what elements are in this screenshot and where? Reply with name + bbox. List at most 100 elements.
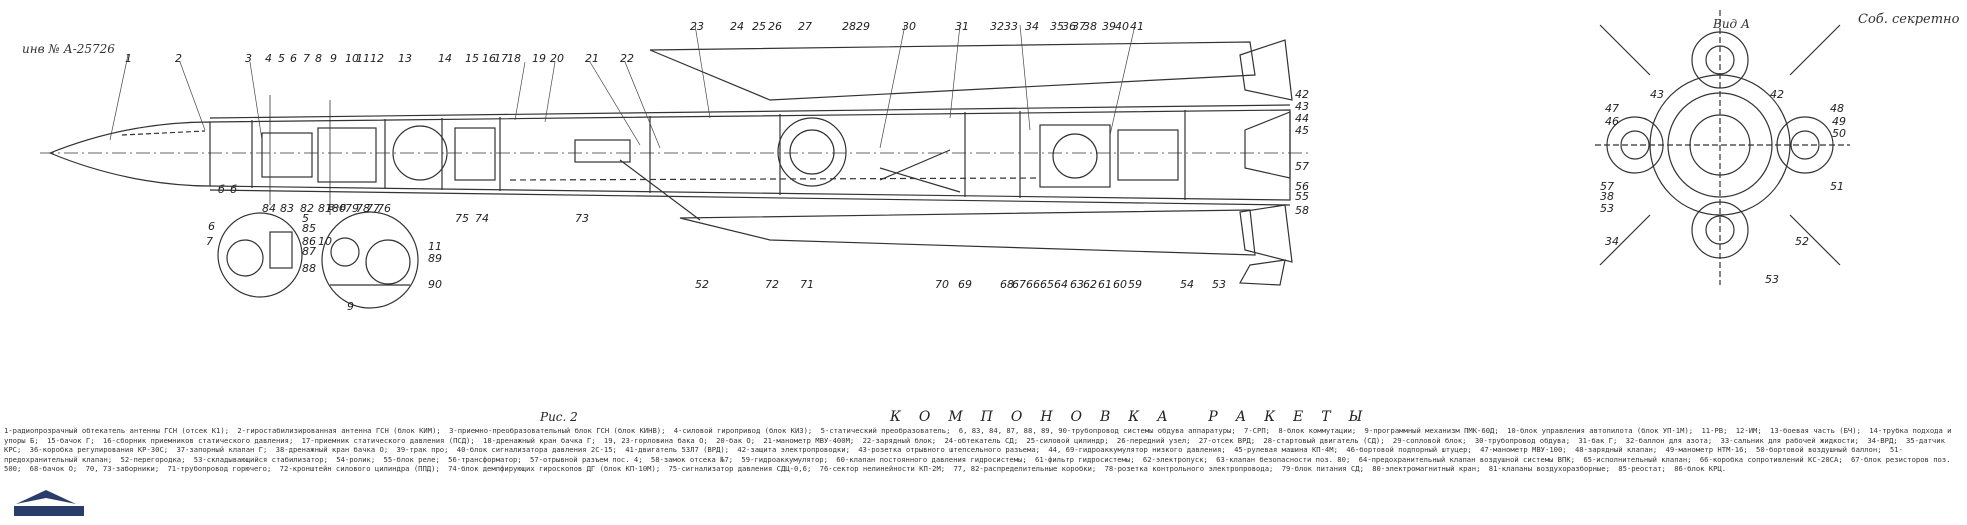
legend-entry: 55-блок реле; [383,454,440,464]
callout-bottom-53: 53 [1212,278,1226,291]
callout-right-42: 42 [1295,88,1309,101]
callout-bottom-81: 81 [318,202,332,215]
figure-title: КОМПОНОВКА РАКЕТЫ [890,409,1381,425]
callout-bottom-67: 67 [1012,278,1026,291]
legend-entry: 13-боевая часть (БЧ); [1770,426,1861,435]
legend-entry: 1-радиопрозрачный обтекатель антенны ГСН… [4,426,230,435]
legend-entry: 48-зарядный клапан; [1574,445,1658,455]
legend-entry: 4-силовой гиропривод (блок КИЗ); [673,426,813,435]
callout-section_v-11: 11 [428,240,442,253]
callout-section_b-85: 85 [302,222,316,235]
callout-section_v-89: 89 [428,252,442,265]
legend-entry: 26-передний узел; [1116,435,1191,445]
legend-entry: 14-трубка подхода и упоры Б; [4,426,1952,445]
callout-view_a-47: 47 [1605,102,1619,115]
callout-section_b-5: 5 [302,212,309,225]
legend-entry: 31-бак Г; [1578,435,1618,445]
legend-entry: 15-бачок Г; [46,435,95,445]
legend-entry: 79-блок питания СД; [1281,464,1364,474]
callout-section_b-87: 87 [302,245,316,258]
callout-right-56: 56 [1295,180,1309,193]
callout-view_a-43: 43 [1650,88,1664,101]
legend-entry: 58-замок отсека №7; [650,454,734,464]
callout-top-9: 9 [330,52,337,65]
callout-bottom-72: 72 [765,278,779,291]
legend-entry: 16-сборник приемников статического давле… [102,435,294,445]
callout-right-44: 44 [1295,112,1309,125]
legend-entry: 63-клапан безопасности поз. 80; [1216,454,1351,464]
legend-entry: 27-отсек ВРД; [1198,435,1256,445]
callout-view_a-46: 46 [1605,115,1619,128]
callout-bottom-63: 63 [1070,278,1084,291]
legend-entry: 5-статический преобразователь; [820,426,951,435]
legend-entry: 68-бачок О; [29,464,78,474]
nose-fairing [48,121,211,187]
callout-top-20: 20 [550,52,564,65]
callout-top-38: 38 [1083,20,1097,33]
callout-bottom-64: 64 [1054,278,1068,291]
callout-section_b-6: 6 [208,220,215,233]
callout-top-31: 31 [955,20,969,33]
legend-entry: 85-реостат; [1618,464,1666,474]
legend-entry: 12-ИМ; [1735,426,1762,435]
legend-entry: 75-сигнализатор давления СДЦ-0,6; [668,464,812,474]
callout-top-26: 26 [768,20,782,33]
legend-entry: 28-стартовый двигатель (СД); [1263,435,1385,445]
legend-entry: 43-розетка отрывного штепсельного разъем… [858,445,1040,455]
callout-top-27: 27 [798,20,812,33]
callout-right-43: 43 [1295,100,1309,113]
callout-right-58: 58 [1295,204,1309,217]
callout-bottom-59: 59 [1128,278,1142,291]
callout-top-6: 6 [290,52,297,65]
legend-entry: 67-блок резисторов поз. 500; [4,454,1951,474]
legend-entry: 66-коробка сопротивлений КС-20СА; [1699,454,1843,464]
callout-bottom-62: 62 [1083,278,1097,291]
legend-entry: 78-розетка контрольного электропровода; [1104,464,1274,474]
callout-section_b-7: 7 [206,235,213,248]
legend-entry: 50-бортовой воздушный баллон; [1756,445,1882,455]
callout-top-2: 2 [175,52,182,65]
legend-entry: 17-приемник статического давления (ПСД); [301,435,475,445]
callout-section_b-88: 88 [302,262,316,275]
legend-entry: 41-двигатель 53Л7 (ВРД); [625,445,730,455]
legend-entry: 81-клапаны воздухоразборные; [1488,464,1610,474]
callout-top-16: 16 [482,52,496,65]
callout-bottom-76: 76 [377,202,391,215]
legend-entry: 8-блок коммутации; [1278,426,1357,435]
callout-bottom-68: 68 [1000,278,1014,291]
legend-entry: 44, 69-гидроаккумулятор низкого давления… [1048,445,1226,455]
callout-top-33: 33 [1004,20,1018,33]
legend-entry: 59-гидроаккумулятор; [741,454,828,464]
legend-entry: 22-зарядный блок; [862,435,937,445]
callout-bottom-71: 71 [800,278,814,291]
callout-top-22: 22 [620,52,634,65]
callout-bottom-82: 82 [300,202,314,215]
legend-entry: 20-бак О; [716,435,756,445]
legend-entry: 65-исполнительный клапан; [1583,454,1692,464]
legend-entry: 56-трансформатор; [448,454,522,464]
callout-top-37: 37 [1072,20,1086,33]
legend-entry: 24-обтекатель СД; [944,435,1019,445]
callout-top-36: 36 [1062,20,1076,33]
callout-bottom-74: 74 [475,212,489,225]
legend-entry: 86-блок КРЦ. [1674,464,1727,474]
callout-bottom-70: 70 [935,278,949,291]
legend-entry: 34-ВРД; [1867,435,1898,445]
legend-entry: 38-дренажный кран бачка О; [275,445,389,455]
legend-entry: 9-программный механизм ПМК-60Д; [1364,426,1499,435]
callout-top-13: 13 [398,52,412,65]
callout-bottom-52: 52 [695,278,709,291]
classification-stamp: Соб. секретно [1858,12,1960,27]
legend-entry: 54-ролик; [336,454,376,464]
callout-view_a-53: 53 [1600,202,1614,215]
legend-entry: 35-датчик КРС; [4,435,1945,455]
legend-entry: 2-гиростабилизированная антенна ГСН (бло… [237,426,441,435]
legend-entry: 45-рулевая машина КП-4М; [1234,445,1338,455]
callout-top-5: 5 [278,52,285,65]
legend-entry: 46-бортовой подпорный штуцер; [1346,445,1472,455]
callout-view_a-50: 50 [1832,127,1846,140]
legend-entry: 52-перегородка; [120,454,186,464]
callout-section_v-9: 9 [347,300,354,313]
legend-entry: 42-защита электропроводки; [737,445,850,455]
